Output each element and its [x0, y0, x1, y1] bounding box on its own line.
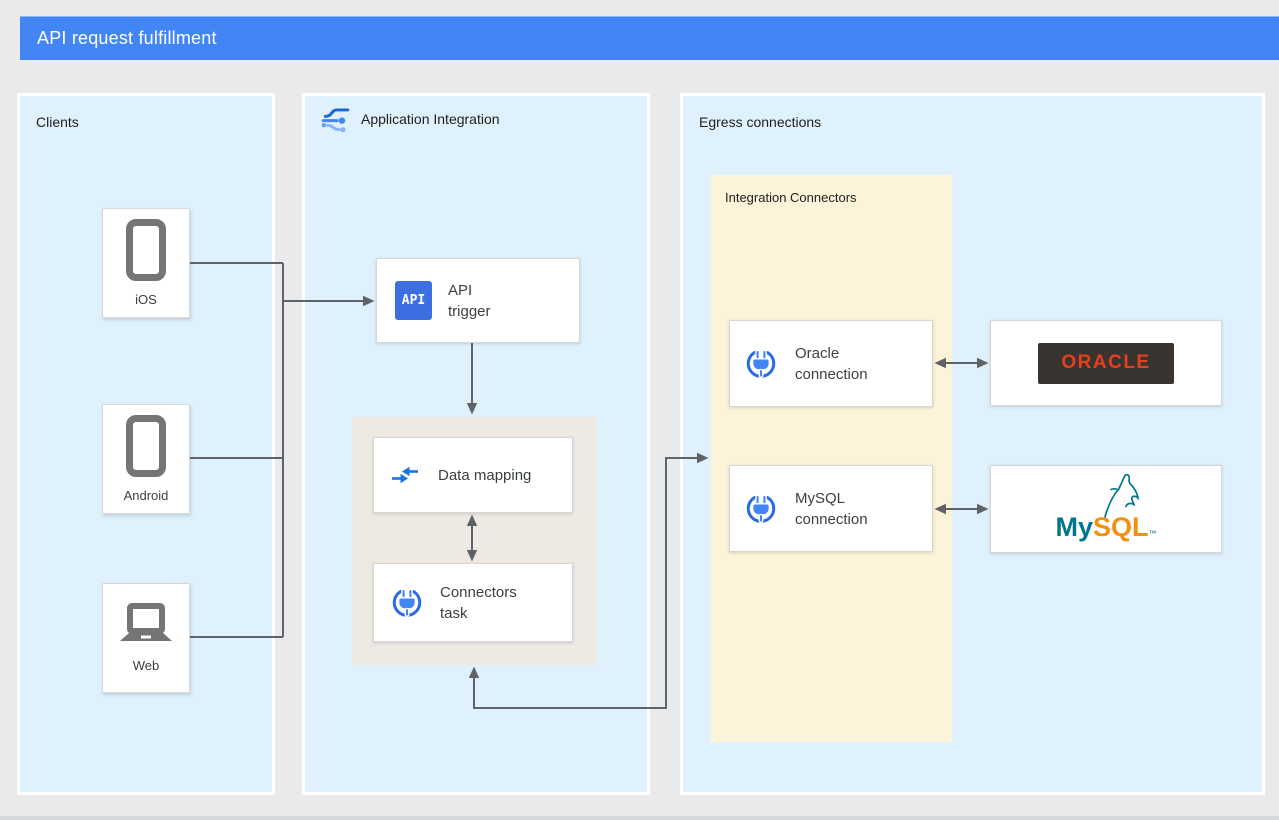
data-mapping-icon: [392, 466, 418, 484]
connectors-task-label: Connectors task: [440, 583, 517, 622]
mysql-logo-text: MySQL™: [1041, 512, 1171, 543]
integration-tasks-group: Data mapping Connectors task: [352, 417, 597, 665]
connectors-icon: [746, 493, 776, 524]
application-integration-icon: [321, 108, 350, 133]
connectors-task-node: Connectors task: [373, 563, 573, 642]
egress-panel-label: Egress connections: [699, 114, 822, 130]
clients-panel-label: Clients: [36, 114, 79, 130]
mysql-logo-sql: SQL: [1093, 512, 1149, 542]
oracle-logo: ORACLE: [1038, 342, 1174, 384]
mysql-logo-my: My: [1055, 512, 1093, 542]
web-client-node: Web: [102, 583, 190, 693]
oracle-connection-node: Oracle connection: [729, 320, 933, 407]
page-title: API request fulfillment: [37, 28, 217, 48]
oracle-connection-label: Oracle connection: [795, 344, 868, 383]
phone-icon: [126, 219, 166, 281]
mysql-connection-node: MySQL connection: [729, 465, 933, 552]
application-integration-label: Application Integration: [361, 111, 500, 127]
phone-icon: [126, 415, 166, 477]
diagram-title-bar: API request fulfillment: [20, 16, 1279, 60]
egress-connections-panel: Egress connections Integration Connector…: [683, 96, 1262, 792]
connectors-icon: [746, 348, 776, 379]
oracle-database-node: ORACLE: [990, 320, 1222, 406]
bottom-edge: [0, 816, 1279, 820]
clients-panel: Clients iOS Android Web: [20, 96, 272, 792]
mysql-dolphin-icon: [1104, 473, 1140, 518]
integration-connectors-group: Integration Connectors Oracle connection…: [711, 175, 952, 742]
api-trigger-icon: API: [395, 281, 432, 320]
web-label: Web: [132, 658, 160, 673]
application-integration-header: Application Integration: [319, 105, 500, 133]
mysql-logo-tm: ™: [1148, 529, 1157, 538]
connectors-icon: [392, 587, 422, 618]
data-mapping-node: Data mapping: [373, 437, 573, 513]
api-trigger-label: API trigger: [448, 281, 491, 320]
mysql-logo: MySQL™: [1041, 473, 1171, 545]
mysql-connection-label: MySQL connection: [795, 489, 868, 528]
oracle-logo-text: ORACLE: [1061, 352, 1151, 373]
application-integration-panel: Application Integration API API trigger: [305, 96, 647, 792]
ios-client-node: iOS: [102, 208, 190, 318]
ios-label: iOS: [135, 292, 157, 307]
integration-connectors-label: Integration Connectors: [725, 190, 857, 205]
mysql-database-node: MySQL™: [990, 465, 1222, 553]
laptop-icon: [120, 603, 172, 641]
android-label: Android: [123, 488, 169, 503]
data-mapping-label: Data mapping: [438, 466, 532, 484]
api-trigger-node: API API trigger: [376, 258, 580, 343]
android-client-node: Android: [102, 404, 190, 514]
